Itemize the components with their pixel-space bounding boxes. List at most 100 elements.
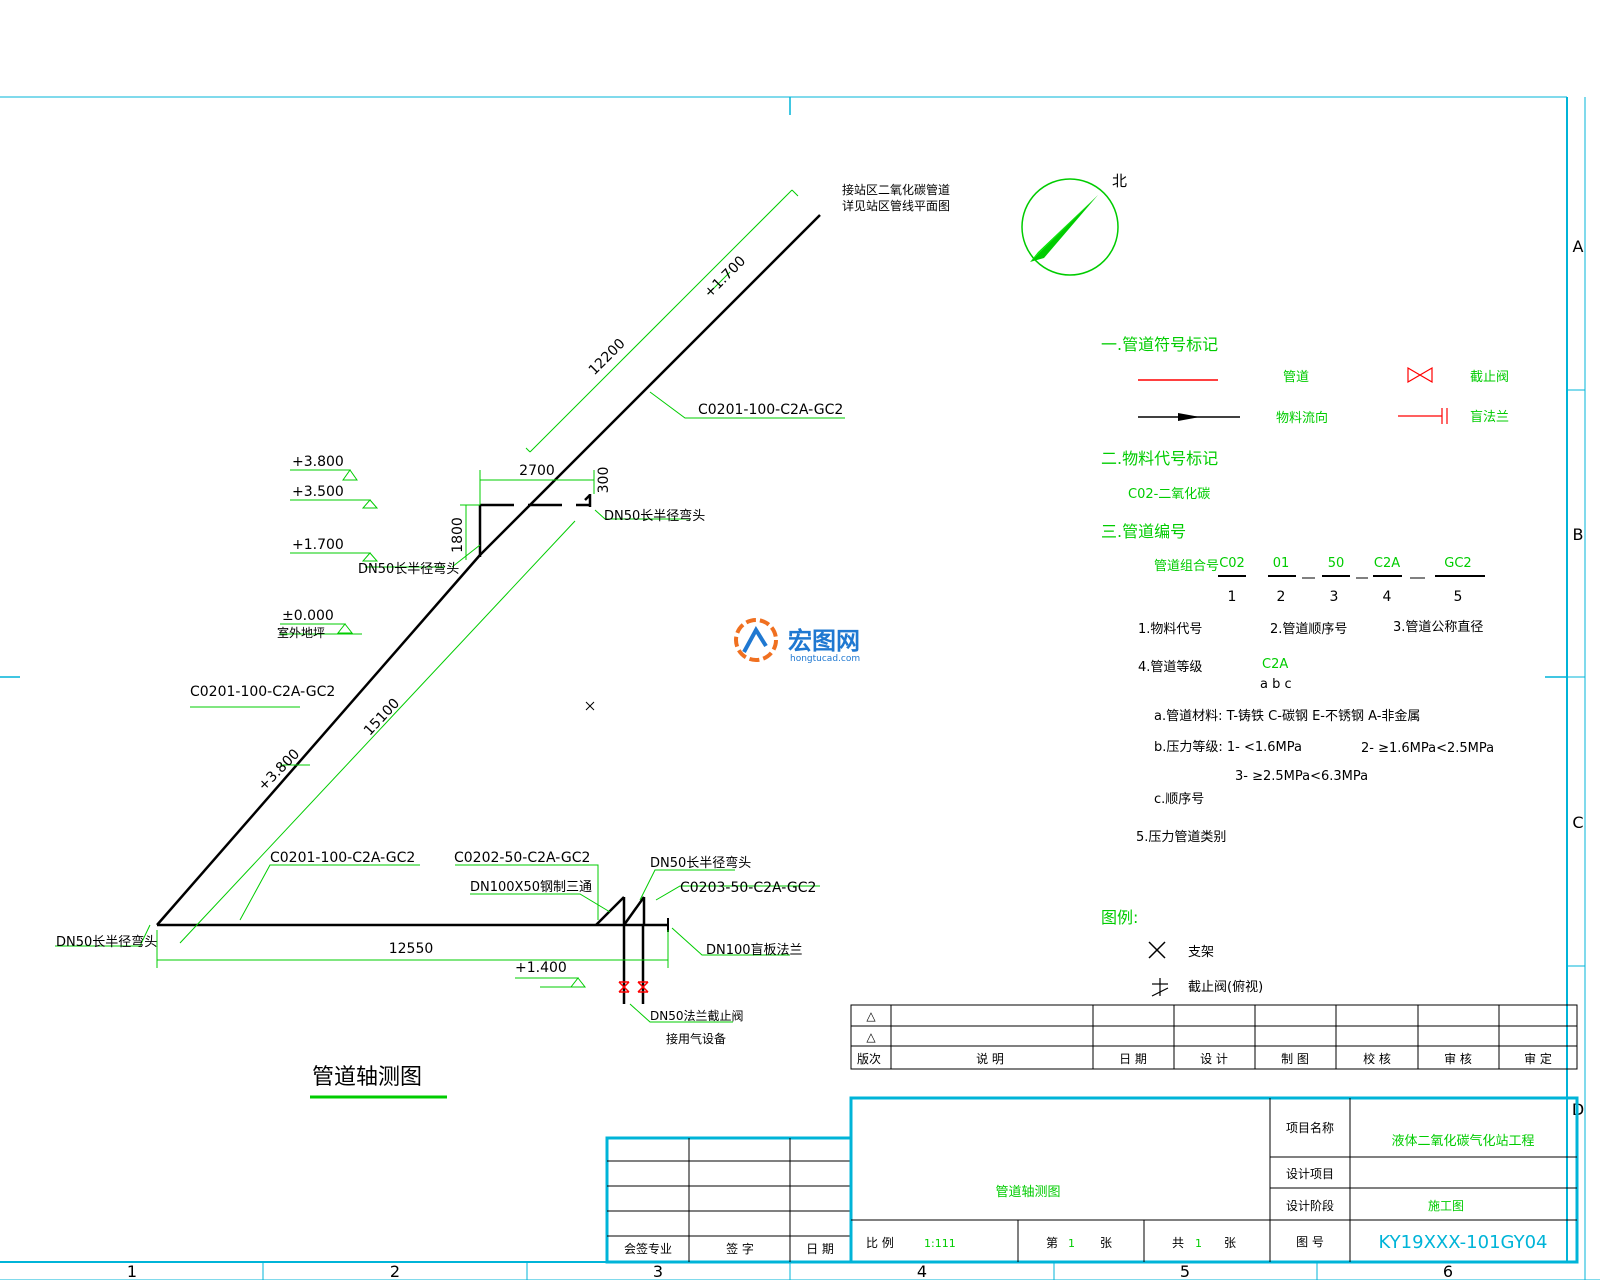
revision-header-4: 设 计 [1200,1052,1228,1066]
legend-blind-flange: 盲法兰 [1470,409,1509,425]
legend-code-4: C2A [1374,556,1400,571]
legend-num-1: 1 [1228,589,1237,605]
legend-item-4b1: b.压力等级: 1- <1.6MPa [1154,739,1302,755]
legend-item-5: 5.压力管道类别 [1136,830,1226,845]
dim-2700: 2700 [519,463,555,479]
grid-row-labels: A B C D [1572,237,1584,1119]
grid-col-2: 2 [390,1262,400,1280]
legend-item-4b3: 3- ≥2.5MPa<6.3MPa [1235,769,1368,784]
watermark-brand: 宏图网 [788,627,860,655]
grid-column-labels: 1 2 3 4 5 6 [127,1262,1453,1280]
tb-sheet-unit: 张 [1100,1236,1112,1250]
tb-stage-value: 施工图 [1428,1199,1464,1213]
tee-label: DN100X50钢制三通 [470,880,592,895]
signoff-headers: 会签专业 签 字 日 期 [624,1241,834,1256]
tb-total-unit: 张 [1224,1236,1236,1250]
legend-c2a: C2A [1262,657,1288,672]
legend-pipe: 管道 [1283,370,1309,385]
legend-combo: 管道组合号 [1154,559,1219,574]
legend-valve-plan: 截止阀(俯视) [1188,979,1263,995]
north-arrow: 北 [1021,172,1127,276]
tb-number-value: KY19XXX-101GY04 [1379,1232,1548,1253]
tb-drawing-name: 管道轴测图 [995,1185,1060,1200]
level-0000: ±0.000 [282,608,334,624]
north-label: 北 [1112,172,1127,190]
tb-scale-value: 1:111 [924,1237,956,1250]
legend-section-2: 二.物料代号标记 [1101,449,1218,468]
valve-label-1: DN50法兰截止阀 [650,1009,744,1023]
pipe-branch-up2 [622,896,646,926]
elbow-label-right: DN50长半径弯头 [650,855,751,871]
legend-code-3: 50 [1328,556,1345,571]
revision-table [850,1004,1578,1070]
grid-col-6: 6 [1443,1262,1453,1280]
grid-row-b: B [1573,525,1584,544]
legend-flow: 物料流向 [1276,410,1328,426]
grid-col-1: 1 [127,1262,137,1280]
level-3800-diagonal: +3.800 [255,746,303,794]
blind-flange-label: DN100盲板法兰 [706,942,803,958]
pipe-labels: 接站区二氧化碳管道 详见站区管线平面图 C0201-100-C2A-GC2 DN… [56,182,950,1046]
grid-row-c: C [1572,813,1583,832]
pipe-diagonal-upper [479,214,821,556]
revision-mark-1: △ [866,1009,876,1023]
tb-scale-label: 比 例 [866,1236,894,1250]
legend-num-row: 1 2 3 4 5 [1228,589,1463,605]
tb-number-label: 图 号 [1296,1235,1324,1249]
note-top-line1: 接站区二氧化碳管道 [842,182,950,197]
note-top-line2: 详见站区管线平面图 [842,198,950,213]
legend-num-2: 2 [1277,589,1286,605]
revision-header-1: 版次 [857,1052,881,1066]
legend-item-1: 1.物料代号 [1138,622,1202,637]
revision-table-text: △ △ 版次 说 明 日 期 设 计 制 图 校 核 审 核 审 定 [857,1009,1552,1066]
dimension-lines [55,189,845,1023]
pipe-riser-loop-short [584,494,591,501]
grid-col-3: 3 [653,1262,663,1280]
tb-sheet-value: 1 [1068,1237,1075,1250]
legend-num-3: 3 [1330,589,1339,605]
level-ground: 室外地坪 [277,625,325,640]
legend-item-3: 3.管道公称直径 [1393,620,1483,635]
pipe-label-upper: C0201-100-C2A-GC2 [698,402,843,418]
level-3500: +3.500 [292,484,344,500]
legend-item-4c: c.顺序号 [1154,792,1204,807]
legend-code-1: C02 [1219,556,1245,571]
revision-header-6: 校 核 [1363,1051,1391,1066]
pipe-branch-up1 [595,896,625,926]
legend-code-5: GC2 [1444,556,1471,571]
revision-header-2: 说 明 [976,1051,1004,1066]
support-mark-center [585,701,595,711]
signoff-header-3: 日 期 [806,1242,834,1256]
valves-on-drops [618,981,649,993]
pipe-label-branch-1: C0202-50-C2A-GC2 [454,850,590,866]
tb-sheet-label: 第 [1046,1236,1058,1250]
tb-item-label: 设计项目 [1286,1167,1334,1181]
tb-project-value: 液体二氧化碳气化站工程 [1391,1133,1534,1149]
watermark-logo: 宏图网 hongtucad.com [734,618,860,664]
signoff-header-1: 会签专业 [624,1241,672,1256]
legend-title: 图例: [1101,908,1138,927]
grid-col-5: 5 [1180,1262,1190,1280]
dim-300: 300 [596,467,612,494]
level-3800: +3.800 [292,454,344,470]
legend-code-row: C02 01 50 C2A GC2 [1219,556,1472,571]
title-block-text: 项目名称 液体二氧化碳气化站工程 设计项目 设计阶段 施工图 管道轴测图 比 例… [866,1120,1547,1253]
dim-12550: 12550 [389,941,434,957]
revision-header-3: 日 期 [1119,1052,1147,1066]
legend-item-2: 2.管道顺序号 [1270,622,1347,637]
legend-abc: a b c [1260,677,1292,692]
grid-col-4: 4 [917,1262,927,1280]
dim-15100: 15100 [361,696,403,739]
elbow-label-left: DN50长半径弯头 [56,934,157,950]
legend-panel: 一.管道符号标记 管道 截止阀 物料流向 盲法兰 二.物料代号标记 C02-二氧… [1101,335,1509,997]
tb-total-value: 1 [1195,1237,1202,1250]
pipe-label-left: C0201-100-C2A-GC2 [190,684,335,700]
revision-mark-2: △ [866,1030,876,1044]
legend-num-5: 5 [1454,589,1463,605]
elbow-label-mid: DN50长半径弯头 [358,561,459,577]
legend-code-2: 01 [1273,556,1290,571]
grid-row-a: A [1573,237,1584,256]
elbow-label-top: DN50长半径弯头 [604,508,705,524]
level-1400: +1.400 [515,960,567,976]
